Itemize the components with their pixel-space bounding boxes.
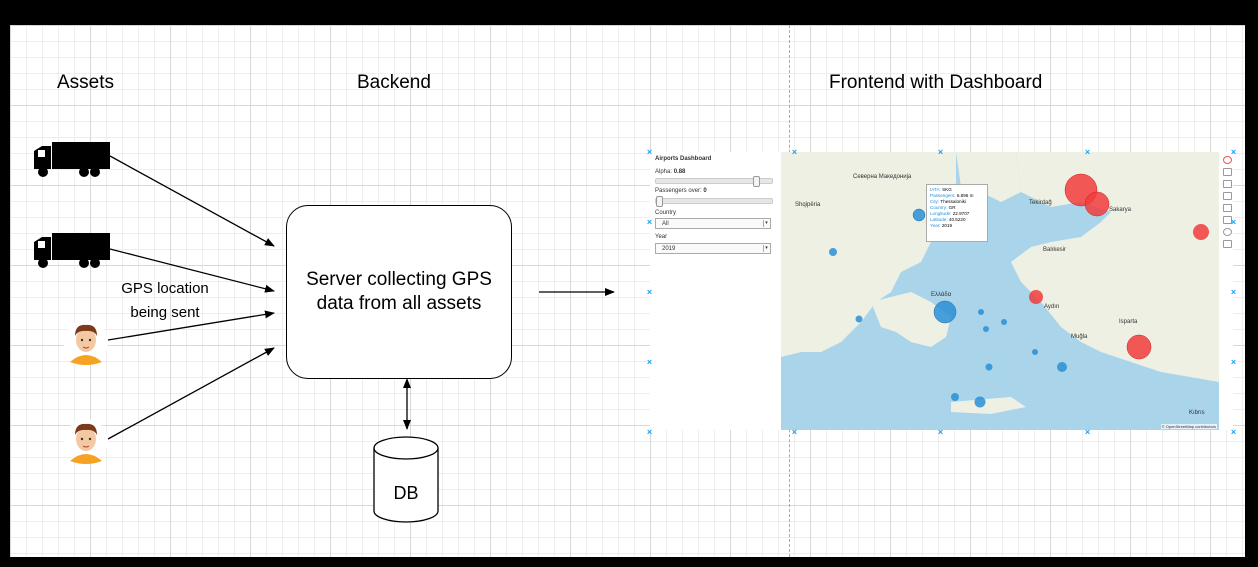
arrow-truck1-to-server (109, 155, 275, 247)
dashboard-title: Airports Dashboard (655, 156, 712, 162)
tooltip-value: SKG (942, 187, 952, 192)
tooltip-value: 6.896 m (956, 193, 974, 198)
database-cylinder-icon (373, 436, 439, 523)
country-label: Country (655, 210, 677, 216)
tooltip-row: Year: 2019 (930, 223, 984, 229)
country-select[interactable]: All▾ (655, 218, 771, 229)
resize-handle[interactable]: × (937, 427, 944, 437)
resize-handle[interactable]: × (646, 217, 653, 227)
tooltip-row: City: Thessaloniki (930, 199, 984, 205)
heading-backend: Backend (357, 72, 431, 93)
resize-handle[interactable]: × (1084, 427, 1091, 437)
person-avatar-icon (64, 419, 108, 464)
passengers-slider-handle[interactable] (656, 196, 663, 207)
diagram-canvas: Assets Backend Frontend with Dashboard (10, 25, 1245, 557)
resize-handle[interactable]: × (937, 147, 944, 157)
chevron-down-icon: ▾ (763, 245, 769, 252)
truck-icon (34, 142, 110, 177)
resize-handle[interactable]: × (646, 287, 653, 297)
resize-handle[interactable]: × (1230, 217, 1237, 227)
map-label: Ελλάδα (931, 292, 952, 298)
chevron-down-icon: ▾ (763, 220, 769, 227)
map-toolbar (1219, 152, 1233, 252)
tooltip-key: Year: (930, 223, 942, 228)
map-label: Северна Македонија (853, 174, 912, 180)
map-label: Shqipëria (795, 202, 821, 208)
wheel-zoom-icon[interactable] (1223, 192, 1232, 200)
alpha-slider-handle[interactable] (752, 176, 760, 187)
resize-handle[interactable]: × (1230, 287, 1237, 297)
arrow-truck2-to-server (109, 248, 275, 293)
map-attribution[interactable]: © OpenStreetMap contributors (1160, 424, 1217, 429)
tooltip-value: GR (948, 205, 956, 210)
resize-handle[interactable]: × (791, 427, 798, 437)
arrow-person2-to-server (107, 347, 275, 440)
db-label: DB (393, 483, 419, 503)
tooltip-row: IATA: SKG (930, 187, 984, 193)
arrow-person1-to-server (107, 310, 275, 341)
connector-layer (34, 142, 615, 523)
resize-handle[interactable]: × (791, 147, 798, 157)
heading-assets: Assets (57, 72, 115, 93)
pan-tool-icon[interactable] (1223, 168, 1232, 176)
tooltip-key: Latitude: (930, 217, 949, 222)
reset-icon[interactable] (1223, 228, 1232, 236)
resize-handle[interactable]: × (646, 357, 653, 367)
year-select[interactable]: 2019▾ (655, 243, 771, 254)
person-avatar-icon (64, 320, 108, 365)
dashboard-controls: Airports Dashboard Alpha: 0.88 Passenger… (650, 152, 781, 430)
heading-frontend: Frontend with Dashboard (829, 72, 1043, 93)
resize-handle[interactable]: × (646, 427, 653, 437)
resize-handle[interactable]: × (1230, 427, 1237, 437)
map-label: Isparta (1119, 319, 1138, 325)
tooltip-value: Thessaloniki (940, 199, 966, 204)
airport-map[interactable]: Shqipëria Северна Македонија Ελλάδα Teki… (781, 152, 1219, 430)
tooltip-key: IATA: (930, 187, 943, 192)
alpha-label: Alpha: 0.88 (655, 169, 686, 175)
hover-tool-icon[interactable] (1223, 240, 1232, 248)
map-label: Kıbrıs (1189, 410, 1205, 416)
save-icon[interactable] (1223, 216, 1232, 224)
tooltip-row: Passengers: 6.896 m (930, 193, 984, 199)
resize-handle[interactable]: × (1230, 357, 1237, 367)
bokeh-logo-icon (1223, 156, 1232, 164)
resize-handle[interactable]: × (1084, 147, 1091, 157)
year-label: Year (655, 234, 668, 240)
tooltip-row: Country: GR (930, 205, 984, 211)
alpha-slider[interactable] (655, 176, 773, 187)
gps-label: GPS location being sent (121, 280, 209, 321)
resize-handle[interactable]: × (1230, 147, 1237, 157)
map-label: Aydın (1044, 304, 1060, 310)
map-label: Sakarya (1109, 207, 1132, 213)
map-land-layer (781, 152, 1219, 414)
passengers-slider[interactable] (655, 196, 773, 207)
dashboard-screenshot: Airports Dashboard Alpha: 0.88 Passenger… (650, 152, 1233, 430)
server-node: Server collecting GPS data from all asse… (286, 205, 512, 379)
tooltip-key: Country: (930, 205, 949, 210)
tooltip-row: Latitude: 40.5220 (930, 217, 984, 223)
map-label: Muğla (1071, 334, 1088, 340)
map-label: Balıkesir (1043, 247, 1067, 253)
airport-bubble-layer (829, 173, 1209, 408)
zoom-tool-icon[interactable] (1223, 180, 1232, 188)
box-zoom-icon[interactable] (1223, 204, 1232, 212)
passengers-label: Passengers over: 0 (655, 188, 707, 194)
tooltip-key: Longitude: (930, 211, 953, 216)
map-label: Tekirdağ (1029, 200, 1052, 206)
tooltip-row: Longitude: 22.9707 (930, 211, 984, 217)
tooltip-key: Passengers: (930, 193, 957, 198)
resize-handle[interactable]: × (646, 147, 653, 157)
tooltip-value: 40.5220 (948, 217, 966, 222)
truck-icon (34, 233, 110, 268)
tooltip-key: City: (930, 199, 941, 204)
tooltip-value: 22.9707 (952, 211, 970, 216)
tooltip-value: 2019 (941, 223, 953, 228)
